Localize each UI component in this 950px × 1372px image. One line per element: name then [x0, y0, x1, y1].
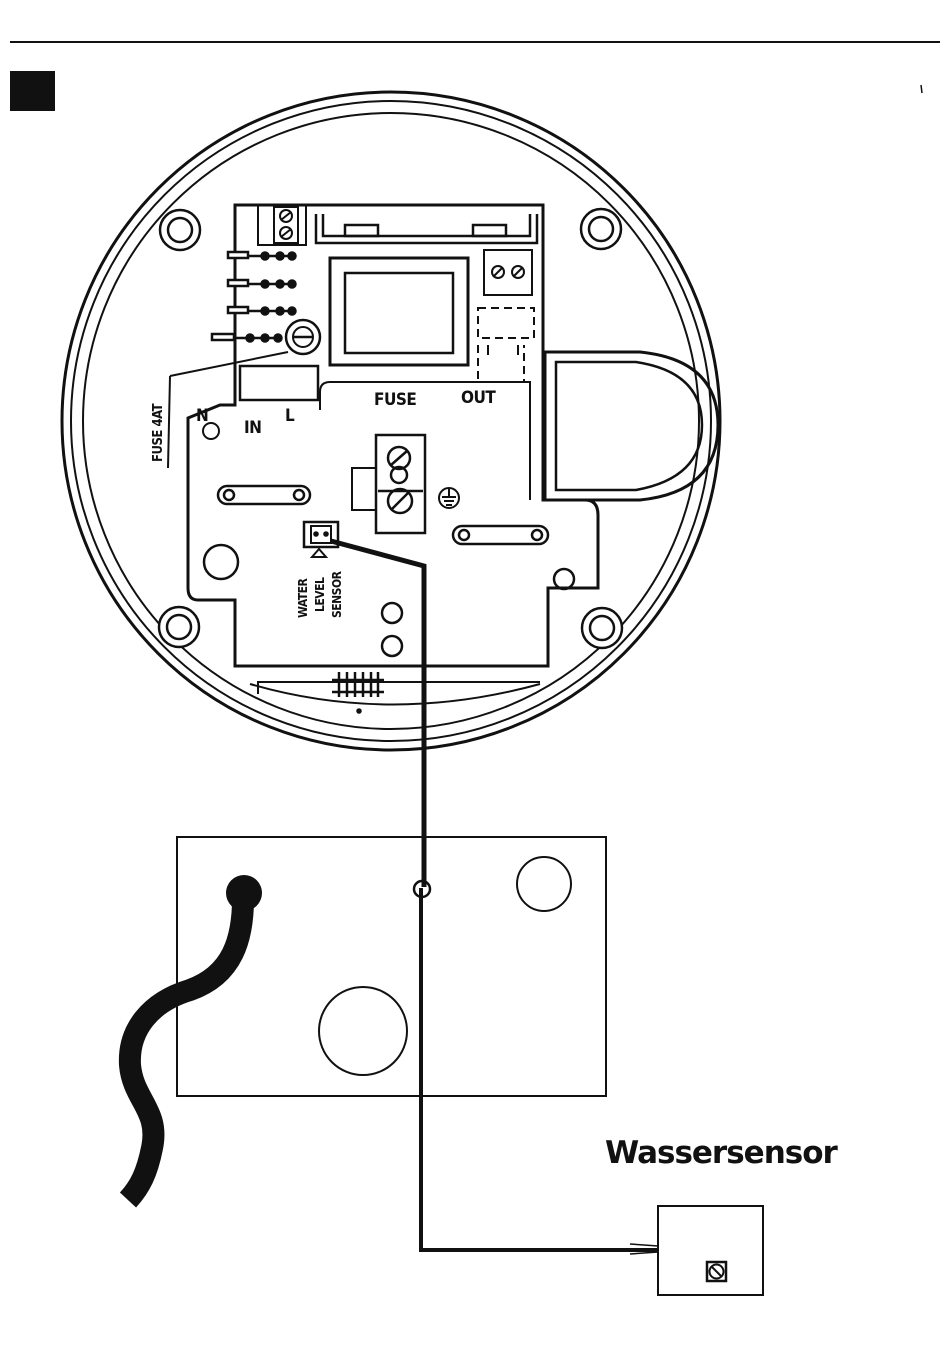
fuse-label: FUSE	[374, 390, 416, 410]
water-level-sensor-label-3: SENSOR	[330, 570, 344, 618]
mounting-screw	[581, 209, 621, 249]
water-level-sensor-label-2: LEVEL	[313, 577, 327, 612]
relay-bracket	[316, 214, 537, 243]
left-wire-leads	[212, 252, 296, 342]
in-connector	[240, 366, 318, 400]
earth-terminal	[352, 435, 425, 533]
link-bar	[453, 526, 548, 544]
top-terminal-block	[258, 205, 306, 245]
sensor-cable-lower	[421, 888, 658, 1250]
mounting-screw	[160, 210, 200, 250]
output-terminal	[478, 250, 534, 382]
fuse-rating-label: FUSE 4AT	[151, 403, 166, 462]
drain-hose	[128, 893, 243, 1200]
mounting-screw	[159, 607, 199, 647]
water-level-sensor-label-1: WATER	[296, 577, 310, 618]
mounting-screw	[582, 608, 622, 648]
bottom-connector	[332, 672, 384, 713]
earth-symbol-icon	[439, 488, 459, 508]
output-label: OUT	[461, 388, 496, 408]
link-bar	[218, 486, 310, 504]
fuse-holder	[168, 320, 320, 468]
live-label: L	[285, 406, 295, 426]
input-label: IN	[244, 418, 262, 438]
neutral-label: N	[196, 406, 208, 426]
cable-gland	[545, 352, 718, 500]
fuse-component	[330, 258, 468, 365]
drain-hose-end	[226, 875, 262, 911]
section-marker	[10, 71, 55, 111]
board-holes	[204, 545, 574, 656]
mounting-screws	[159, 209, 622, 648]
stray-mark	[921, 85, 922, 93]
sensor-cable	[331, 541, 424, 887]
water-sensor-caption: Wassersensor	[605, 1135, 839, 1171]
